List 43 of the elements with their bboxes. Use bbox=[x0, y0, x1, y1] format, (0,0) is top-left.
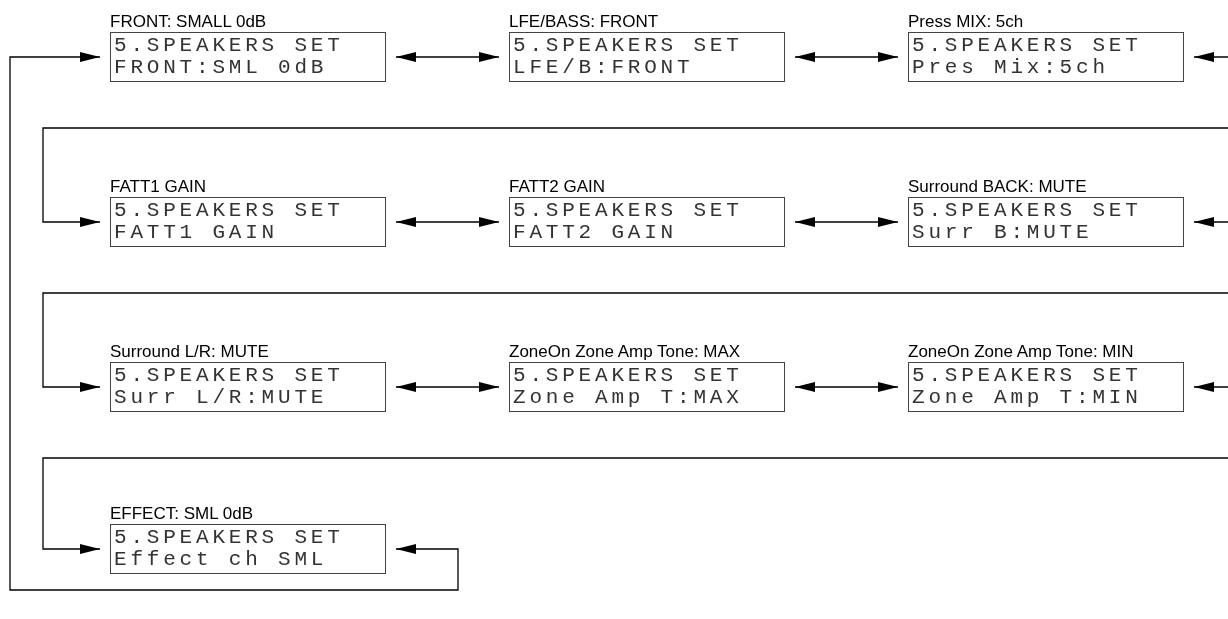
connector-arrow bbox=[1193, 217, 1228, 227]
display-text: FATT1 GAIN bbox=[114, 222, 280, 244]
setting-heading: Surround L/R: MUTE bbox=[110, 342, 269, 362]
display-text: 5.SPEAKERS SET bbox=[513, 365, 744, 387]
display-text: 5.SPEAKERS SET bbox=[912, 200, 1143, 222]
connector-arrow bbox=[42, 292, 1228, 392]
display-text: FATT2 GAIN bbox=[513, 222, 679, 244]
display-text: Effect ch SML bbox=[114, 549, 329, 571]
setting-heading: FATT2 GAIN bbox=[509, 177, 606, 197]
display-text: 5.SPEAKERS SET bbox=[114, 527, 345, 549]
connector-arrow bbox=[395, 382, 500, 392]
display-text: 5.SPEAKERS SET bbox=[912, 35, 1143, 57]
connector-arrow bbox=[395, 217, 500, 227]
display-text: 5.SPEAKERS SET bbox=[513, 35, 744, 57]
setting-heading: ZoneOn Zone Amp Tone: MIN bbox=[908, 342, 1134, 362]
display-text: 5.SPEAKERS SET bbox=[114, 200, 345, 222]
setting-heading: EFFECT: SML 0dB bbox=[110, 504, 253, 524]
display-text: LFE/B:FRONT bbox=[513, 57, 695, 79]
connector-arrow bbox=[794, 52, 899, 62]
connector-arrow bbox=[794, 217, 899, 227]
setting-heading: Press MIX: 5ch bbox=[908, 12, 1024, 32]
display-text: 5.SPEAKERS SET bbox=[114, 35, 345, 57]
display-text: 5.SPEAKERS SET bbox=[114, 365, 345, 387]
setting-heading: FATT1 GAIN bbox=[110, 177, 207, 197]
setting-heading: Surround BACK: MUTE bbox=[908, 177, 1087, 197]
display-text: 5.SPEAKERS SET bbox=[513, 200, 744, 222]
connector-arrow bbox=[42, 127, 1228, 227]
connector-arrow bbox=[1193, 382, 1228, 392]
setting-heading: LFE/BASS: FRONT bbox=[509, 12, 659, 32]
display-text: 5.SPEAKERS SET bbox=[912, 365, 1143, 387]
display-text: Zone Amp T:MIN bbox=[912, 387, 1143, 409]
connector-arrow bbox=[1193, 52, 1228, 62]
display-text: Zone Amp T:MAX bbox=[513, 387, 744, 409]
connector-arrow bbox=[9, 52, 459, 591]
display-text: Surr L/R:MUTE bbox=[114, 387, 329, 409]
display-text: FRONT:SML 0dB bbox=[114, 57, 329, 79]
connector-arrow bbox=[794, 382, 899, 392]
connector-arrow bbox=[42, 457, 1228, 554]
display-text: Pres Mix:5ch bbox=[912, 57, 1110, 79]
setting-heading: ZoneOn Zone Amp Tone: MAX bbox=[509, 342, 741, 362]
display-text: Surr B:MUTE bbox=[912, 222, 1094, 244]
connector-arrow bbox=[395, 52, 500, 62]
setting-heading: FRONT: SMALL 0dB bbox=[110, 12, 267, 32]
